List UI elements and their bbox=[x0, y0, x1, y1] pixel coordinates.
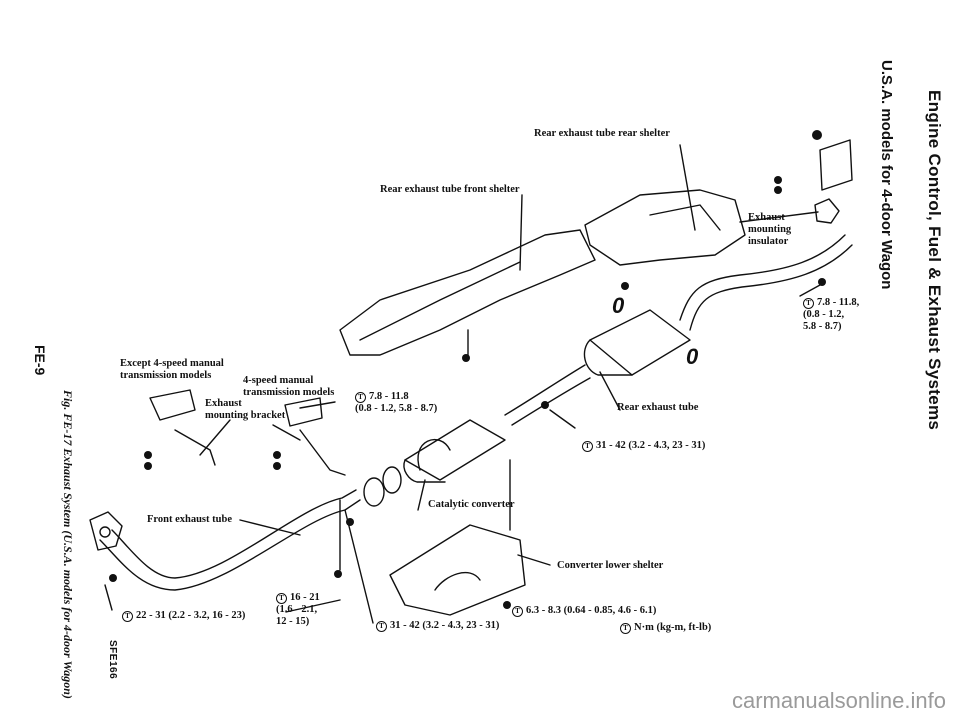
torque-icon: T bbox=[803, 298, 814, 309]
leader-rear-shelter bbox=[679, 144, 696, 231]
torque-bracket-value: 7.8 - 11.8 (0.8 - 1.2, 5.8 - 8.7) bbox=[355, 391, 438, 414]
label-4speed: 4-speed manual transmission models bbox=[243, 375, 335, 398]
torque-icon: T bbox=[620, 623, 631, 634]
torque-icon: T bbox=[376, 621, 387, 632]
rear-shelter bbox=[584, 189, 746, 266]
torque-rear-tube-value: 31 - 42 (3.2 - 4.3, 23 - 31) bbox=[596, 440, 706, 451]
torque-icon: T bbox=[582, 441, 593, 452]
center-pipe bbox=[504, 364, 586, 416]
torque-front-flange-value: 22 - 31 (2.2 - 3.2, 16 - 23) bbox=[136, 610, 246, 621]
label-rear-exhaust-tube: Rear exhaust tube bbox=[617, 402, 699, 413]
torque-units-value: N·m (kg-m, ft-lb) bbox=[634, 622, 712, 633]
bracket-except-4speed bbox=[149, 389, 196, 421]
rear-exhaust-tube bbox=[679, 234, 846, 321]
rear-muffler bbox=[589, 309, 691, 376]
label-rear-shelter: Rear exhaust tube rear shelter bbox=[534, 128, 670, 139]
mounting-insulator bbox=[814, 198, 840, 224]
catalytic-converter-body bbox=[404, 419, 506, 481]
front-shelter bbox=[339, 229, 596, 356]
label-converter-lower-shelter: Converter lower shelter bbox=[557, 560, 664, 571]
gasket-front bbox=[382, 466, 402, 494]
label-mounting-bracket: Exhaust mounting bracket bbox=[205, 398, 286, 421]
bracket-4speed bbox=[284, 397, 323, 427]
torque-icon: T bbox=[122, 611, 133, 622]
label-front-shelter: Rear exhaust tube front shelter bbox=[380, 184, 520, 195]
torque-converter-value: 31 - 42 (3.2 - 4.3, 23 - 31) bbox=[390, 620, 500, 631]
torque-insulator-value: 7.8 - 11.8, (0.8 - 1.2, 5.8 - 8.7) bbox=[803, 297, 860, 332]
label-catalytic-converter: Catalytic converter bbox=[428, 499, 515, 510]
label-except-4speed: Except 4-speed manual transmission model… bbox=[120, 358, 224, 381]
torque-icon: T bbox=[355, 392, 366, 403]
torque-icon: T bbox=[276, 593, 287, 604]
marker-b: 0 bbox=[686, 344, 699, 369]
torque-mid-value: 16 - 21 (1.6 - 2.1, 12 - 15) bbox=[276, 592, 320, 627]
label-front-exhaust-tube: Front exhaust tube bbox=[147, 514, 232, 525]
front-flange bbox=[89, 511, 123, 551]
torque-icon: T bbox=[512, 606, 523, 617]
marker-a: 0 bbox=[612, 293, 625, 318]
label-mounting-insulator: Exhaust mounting insulator bbox=[748, 212, 792, 247]
front-exhaust-tube bbox=[99, 499, 361, 591]
leader-front-shelter bbox=[519, 194, 523, 271]
watermark: carmanualsonline.info bbox=[731, 688, 946, 713]
torque-shelter-value: 6.3 - 8.3 (0.64 - 0.85, 4.6 - 6.1) bbox=[526, 605, 657, 616]
converter-lower-shelter bbox=[389, 524, 526, 616]
